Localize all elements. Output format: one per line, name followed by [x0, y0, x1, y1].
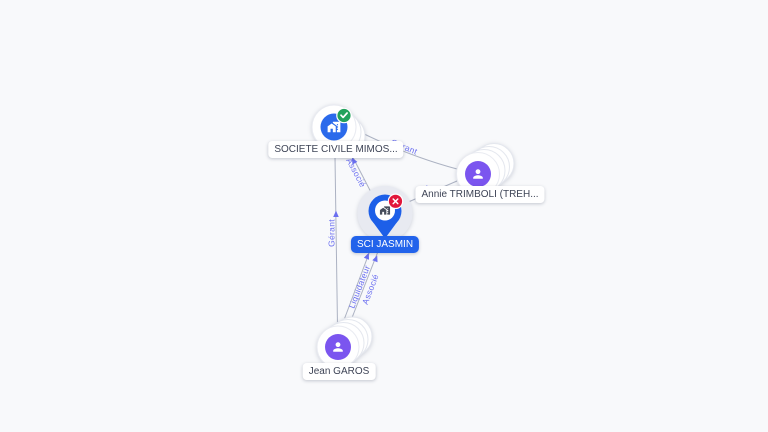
- arrow-icon: [333, 210, 339, 217]
- node-jean-garos[interactable]: [316, 316, 373, 369]
- node-annie-trimboli[interactable]: [456, 143, 515, 196]
- arrow-icon: [351, 157, 358, 165]
- node-sci-jasmin[interactable]: [357, 186, 413, 241]
- edge-annie-societe: [355, 129, 458, 170]
- company-icon: [327, 121, 341, 133]
- edge-garos-societe: [334, 156, 338, 327]
- node-label-sci-jasmin[interactable]: SCI JASMIN: [350, 236, 420, 253]
- node-label-societe-civile-mimos[interactable]: SOCIETE CIVILE MIMOS...: [268, 141, 404, 158]
- arrow-icon: [363, 252, 370, 260]
- node-label-annie-trimboli[interactable]: Annie TRIMBOLI (TREH...: [415, 186, 545, 203]
- edge-label-gerant-vertical: Gérant: [326, 219, 336, 247]
- arrow-icon: [372, 255, 378, 263]
- company-icon: [379, 206, 391, 215]
- check-badge-icon: [336, 107, 352, 124]
- edge-label-associe-top: Associé: [344, 156, 368, 189]
- cross-badge-icon: [387, 193, 404, 210]
- node-label-jean-garos[interactable]: Jean GAROS: [302, 363, 376, 380]
